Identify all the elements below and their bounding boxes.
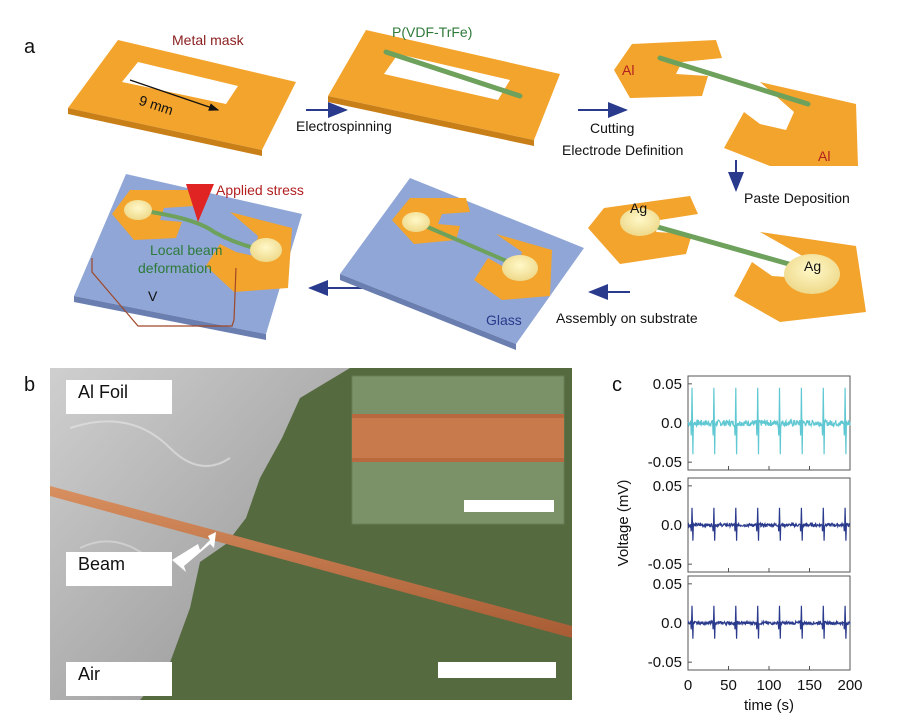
sem-image bbox=[50, 368, 572, 700]
voltage-series-3 bbox=[687, 605, 851, 639]
label-electrode-definition: Electrode Definition bbox=[562, 142, 684, 158]
inset-scale-bar bbox=[464, 500, 554, 512]
metal-mask-plate bbox=[68, 40, 296, 156]
label-applied-stress: Applied stress bbox=[216, 182, 304, 198]
label-electrospinning: Electrospinning bbox=[296, 118, 392, 134]
voltage-series-2 bbox=[687, 507, 851, 541]
voltage-series-1 bbox=[687, 387, 851, 455]
label-assembly: Assembly on substrate bbox=[556, 310, 698, 326]
label-voltage-symbol: V bbox=[148, 288, 158, 304]
label-paste-deposition: Paste Deposition bbox=[744, 190, 850, 206]
y-tick-label: -0.05 bbox=[648, 556, 682, 573]
y-tick-label: -0.05 bbox=[648, 654, 682, 671]
y-axis-title: Voltage (mV) bbox=[615, 480, 632, 567]
panel-a-letter: a bbox=[24, 36, 36, 58]
device-on-glass bbox=[340, 178, 584, 350]
paste-deposited-electrodes bbox=[588, 196, 866, 322]
label-deformation: deformation bbox=[138, 260, 212, 276]
label-al-left: Al bbox=[622, 62, 635, 78]
label-air: Air bbox=[66, 662, 172, 696]
label-metal-mask: Metal mask bbox=[172, 32, 244, 48]
panel-a-illustration bbox=[68, 30, 866, 350]
x-tick-label: 100 bbox=[756, 677, 781, 694]
label-beam: Beam bbox=[66, 552, 172, 586]
cut-electrodes bbox=[614, 40, 858, 166]
panel-b-letter: b bbox=[24, 374, 36, 396]
main-scale-bar bbox=[438, 662, 556, 678]
x-axis-title: time (s) bbox=[744, 697, 794, 714]
x-tick-label: 50 bbox=[720, 677, 737, 694]
y-tick-label: 0.05 bbox=[653, 478, 682, 495]
y-tick-label: -0.05 bbox=[648, 454, 682, 471]
x-tick-label: 0 bbox=[684, 677, 692, 694]
dimension-arrow bbox=[129, 79, 220, 111]
y-tick-label: 0.0 bbox=[661, 615, 682, 632]
y-tick-label: 0.0 bbox=[661, 415, 682, 432]
label-polymer: P(VDF-TrFe) bbox=[392, 24, 473, 40]
x-tick-label: 150 bbox=[797, 677, 822, 694]
panel-c-letter: c bbox=[612, 374, 622, 396]
mask-with-fiber bbox=[328, 30, 560, 146]
x-tick-label: 200 bbox=[837, 677, 862, 694]
label-ag-right: Ag bbox=[804, 258, 822, 274]
y-tick-label: 0.0 bbox=[661, 517, 682, 534]
label-ag-left: Ag bbox=[630, 200, 648, 216]
y-tick-label: 0.05 bbox=[653, 576, 682, 593]
label-al-foil: Al Foil bbox=[66, 380, 172, 414]
label-glass: Glass bbox=[486, 312, 522, 328]
label-cutting: Cutting bbox=[590, 120, 635, 136]
beam-pointer-arrow bbox=[172, 532, 216, 572]
y-tick-label: 0.05 bbox=[653, 376, 682, 393]
label-local-beam: Local beam bbox=[150, 242, 223, 258]
stressed-device bbox=[74, 174, 302, 340]
label-al-right: Al bbox=[818, 148, 831, 164]
